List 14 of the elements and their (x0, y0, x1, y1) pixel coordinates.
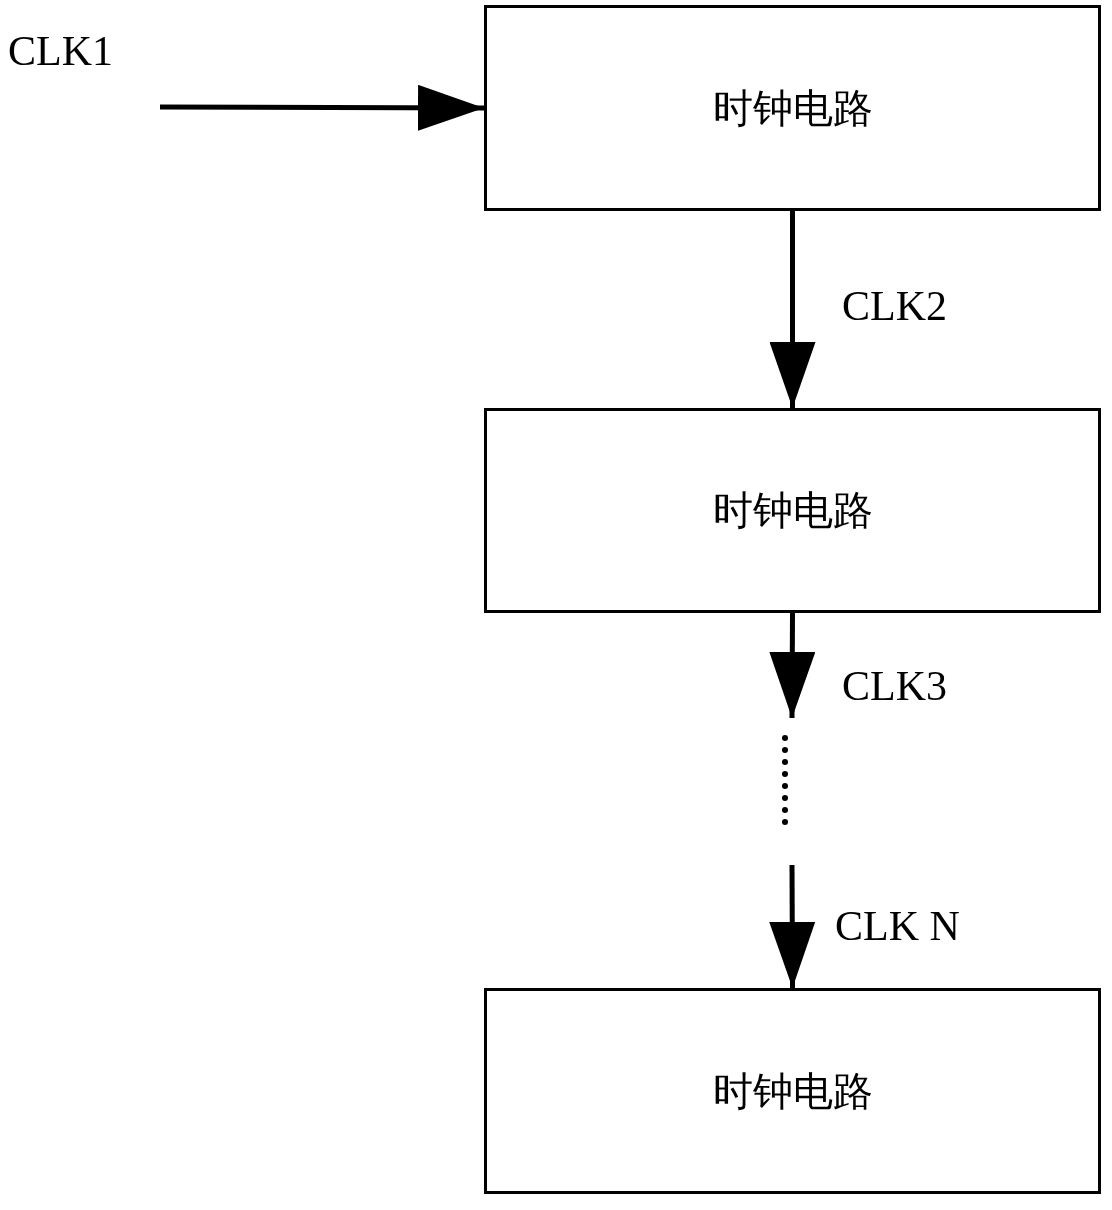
signal-label: CLK1 (8, 30, 113, 72)
box-title: 时钟电路 (712, 1066, 873, 1116)
arrow (769, 211, 816, 408)
box-title: 时钟电路 (712, 83, 873, 133)
signal-label: CLK N (835, 905, 960, 947)
circuit-box (484, 408, 1101, 613)
arrow (160, 84, 484, 131)
arrow (769, 613, 816, 718)
signal-label: CLK3 (842, 665, 947, 707)
box-title: 时钟电路 (712, 486, 873, 535)
arrow (769, 865, 816, 988)
signal-label: CLK2 (842, 285, 947, 327)
circuit-box (484, 5, 1101, 211)
circuit-box (484, 988, 1101, 1194)
